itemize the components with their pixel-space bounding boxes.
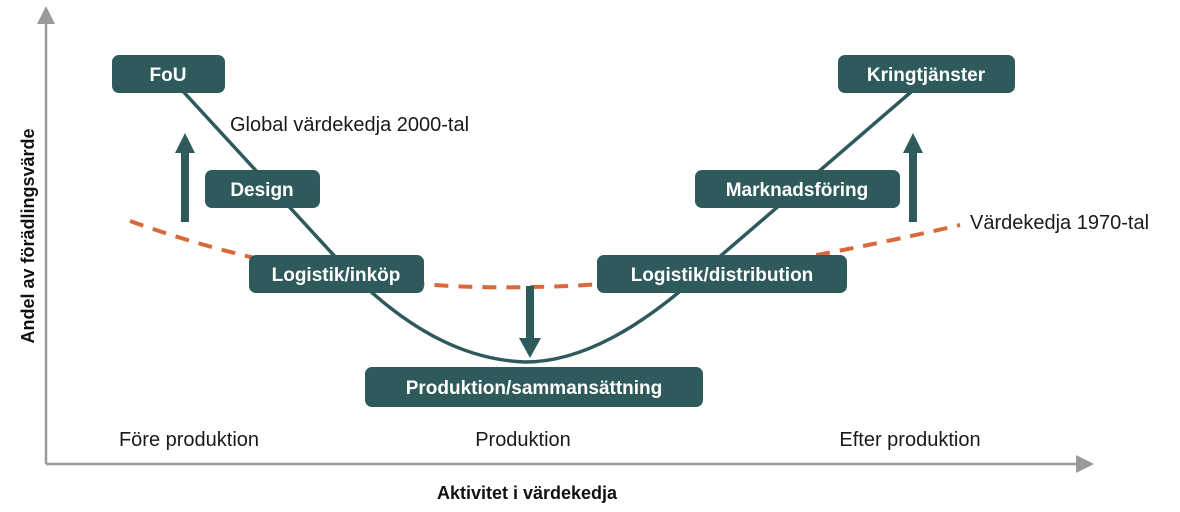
curve-1970-label: Värdekedja 1970-tal (970, 212, 1149, 234)
curve-global-label: Global värdekedja 2000-tal (230, 114, 469, 136)
stage-produktion-label: Produktion/sammansättning (406, 378, 663, 399)
stage-marknadsforing: Marknadsföring (695, 170, 900, 208)
phase-before-label: Före produktion (119, 429, 259, 451)
phase-after-label: Efter produktion (839, 429, 980, 451)
stage-logistik-inkop-label: Logistik/inköp (272, 265, 401, 286)
stage-fou-label: FoU (150, 65, 187, 86)
x-axis-label: Aktivitet i värdekedja (437, 483, 618, 503)
stage-logistik-inkop: Logistik/inköp (249, 255, 424, 293)
stage-kringtjanster-label: Kringtjänster (867, 65, 986, 86)
curve-global-line (166, 73, 927, 364)
axes (37, 6, 1094, 473)
y-axis-arrowhead (37, 6, 55, 24)
down-arrow-center-icon (519, 286, 541, 358)
y-axis-label: Andel av förädlingsvärde (18, 128, 38, 343)
stage-fou: FoU (112, 55, 225, 93)
stage-produktion: Produktion/sammansättning (365, 367, 703, 407)
stage-kringtjanster: Kringtjänster (838, 55, 1015, 93)
up-arrow-right-icon (903, 133, 923, 222)
x-axis-arrowhead (1076, 455, 1094, 473)
phase-during-label: Produktion (475, 429, 571, 451)
stage-marknadsforing-label: Marknadsföring (726, 180, 869, 201)
stage-logistik-distribution-label: Logistik/distribution (631, 265, 814, 286)
up-arrow-left-icon (175, 133, 195, 222)
stage-logistik-distribution: Logistik/distribution (597, 255, 847, 293)
stage-design: Design (205, 170, 320, 208)
stage-design-label: Design (230, 180, 293, 201)
